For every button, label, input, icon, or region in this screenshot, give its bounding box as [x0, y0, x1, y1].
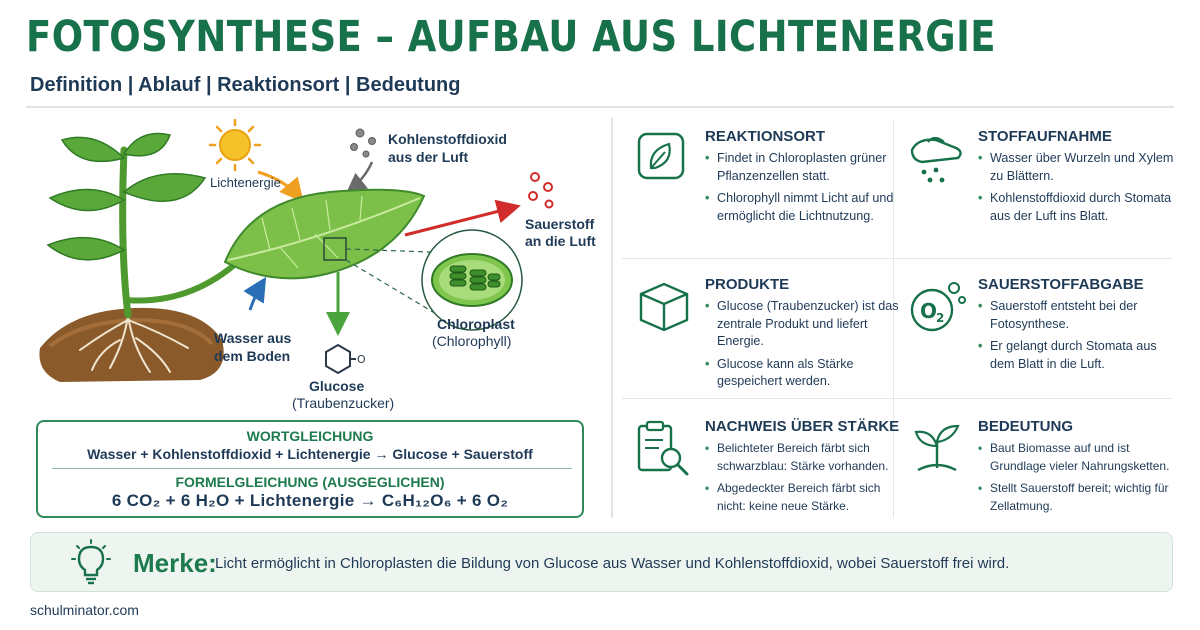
card-list: Glucose (Traubenzucker) ist das zentrale… — [705, 298, 905, 396]
card-item: Baut Biomasse auf und ist Grundlage viel… — [978, 440, 1174, 475]
page-title: FOTOSYNTHESE – AUFBAU AUS LICHTENERGIE — [26, 12, 996, 62]
plant-leaves — [46, 132, 207, 261]
chloroplast-label-line1: Chloroplast — [437, 316, 515, 332]
card-item: Glucose (Traubenzucker) ist das zentrale… — [705, 298, 905, 351]
photosynthesis-illustration: O Lichtenergie Kohlenstoffdioxid aus der… — [0, 110, 610, 415]
card-item: Wasser über Wurzeln und Xylem zu Blätter… — [978, 150, 1178, 185]
roots — [79, 314, 189, 373]
title-divider — [26, 106, 1174, 108]
card-item: Er gelangt durch Stomata aus dem Blatt i… — [978, 338, 1178, 373]
card-list: Findet in Chloroplasten grüner Pflanzenz… — [705, 150, 905, 230]
card-list: Belichteter Bereich färbt sich schwarzbl… — [705, 440, 905, 520]
card-title: NACHWEIS ÜBER STÄRKE — [705, 418, 900, 435]
card-title: PRODUKTE — [705, 276, 790, 293]
card-item: Kohlenstoffdioxid durch Stomata aus der … — [978, 190, 1178, 225]
card-stoffaufnahme: STOFFAUFNAHME Wasser über Wurzeln und Xy… — [906, 128, 1173, 256]
merke-text: Licht ermöglicht in Chloroplasten die Bi… — [215, 555, 1010, 572]
equation-divider — [52, 468, 572, 469]
svg-text:O: O — [357, 353, 366, 366]
box-icon — [639, 282, 689, 332]
formula-equation-heading: FORMELGLEICHUNG (AUSGEGLICHEN) — [175, 474, 445, 490]
svg-text:O: O — [920, 299, 937, 323]
lightbulb-icon — [71, 539, 111, 585]
o2-label-line2: an die Luft — [525, 233, 596, 249]
source-footer: schulminator.com — [30, 602, 139, 618]
soil-mound — [39, 307, 224, 382]
card-item: Sauerstoff entsteht bei der Fotosynthese… — [978, 298, 1178, 333]
clipboard-magnifier-icon — [637, 420, 689, 476]
card-list: Wasser über Wurzeln und Xylem zu Blätter… — [978, 150, 1178, 230]
card-title: BEDEUTUNG — [978, 418, 1074, 435]
glucose-molecule-icon: O — [325, 343, 366, 375]
card-list: Sauerstoff entsteht bei der Fotosynthese… — [978, 298, 1178, 378]
o2-molecules-icon — [528, 172, 554, 209]
sun-icon — [208, 118, 262, 172]
chloroplast-icon — [421, 229, 523, 331]
card-produkte: PRODUKTE Glucose (Traubenzucker) ist das… — [633, 276, 899, 396]
card-item: Stellt Sauerstoff bereit; wichtig für Ze… — [978, 480, 1174, 515]
big-leaf — [223, 188, 426, 280]
card-nachweis-staerke: NACHWEIS ÜBER STÄRKE Belichteter Bereich… — [633, 418, 899, 528]
co2-label-line2: aus der Luft — [388, 149, 469, 165]
card-item: Glucose kann als Stärke gespeichert werd… — [705, 356, 905, 391]
oxygen-icon: O 2 — [910, 282, 966, 332]
water-label-line1: Wasser aus — [214, 330, 292, 346]
card-item: Chlorophyll nimmt Licht auf und ermöglic… — [705, 190, 905, 225]
card-grid-line — [622, 398, 1172, 399]
chloroplast-label-line2: (Chlorophyll) — [432, 333, 512, 349]
glucose-label-line1: Glucose — [309, 378, 365, 394]
section-divider — [611, 118, 613, 518]
co2-molecules-icon — [350, 128, 376, 158]
word-equation-heading: WORTGLEICHUNG — [246, 428, 374, 444]
o2-label-line1: Sauerstoff — [525, 216, 595, 232]
card-reaktionsort: REAKTIONSORT Findet in Chloroplasten grü… — [633, 128, 893, 256]
word-equation: Wasser + Kohlenstoffdioxid + Lichtenergi… — [87, 446, 533, 462]
card-bedeutung: BEDEUTUNG Baut Biomasse auf und ist Grun… — [906, 418, 1172, 528]
water-label-line2: dem Boden — [214, 348, 291, 364]
card-title: STOFFAUFNAHME — [978, 128, 1112, 145]
card-item: Findet in Chloroplasten grüner Pflanzenz… — [705, 150, 905, 185]
glucose-label-line2: (Traubenzucker) — [292, 395, 395, 411]
card-sauerstoffabgabe: O 2 SAUERSTOFFABGABE Sauerstoff entsteht… — [906, 276, 1172, 396]
card-item: Abgedeckter Bereich färbt sich nicht: ke… — [705, 480, 905, 515]
formula-equation: 6 CO₂ + 6 H₂O + Lichtenergie → C₆H₁₂O₆ +… — [111, 491, 509, 510]
card-title: SAUERSTOFFABGABE — [978, 276, 1144, 293]
equation-box: WORTGLEICHUNG Wasser + Kohlenstoffdioxid… — [36, 420, 584, 518]
plant-diagram: O — [39, 118, 554, 382]
watering-can-icon — [910, 136, 962, 183]
sprout-icon — [914, 424, 960, 472]
card-grid-line — [622, 258, 1172, 259]
co2-label-line1: Kohlenstoffdioxid — [388, 131, 507, 147]
svg-text:2: 2 — [936, 311, 944, 325]
card-list: Baut Biomasse auf und ist Grundlage viel… — [978, 440, 1174, 520]
card-item: Belichteter Bereich färbt sich schwarzbl… — [705, 440, 905, 475]
merke-label: Merke: — [133, 548, 217, 578]
light-label: Lichtenergie — [210, 175, 281, 190]
card-title: REAKTIONSORT — [705, 128, 825, 145]
page-subtitle: Definition | Ablauf | Reaktionsort | Bed… — [30, 74, 461, 96]
merke-box: Merke: Licht ermöglicht in Chloroplasten… — [30, 532, 1173, 592]
leaf-icon — [637, 132, 685, 180]
